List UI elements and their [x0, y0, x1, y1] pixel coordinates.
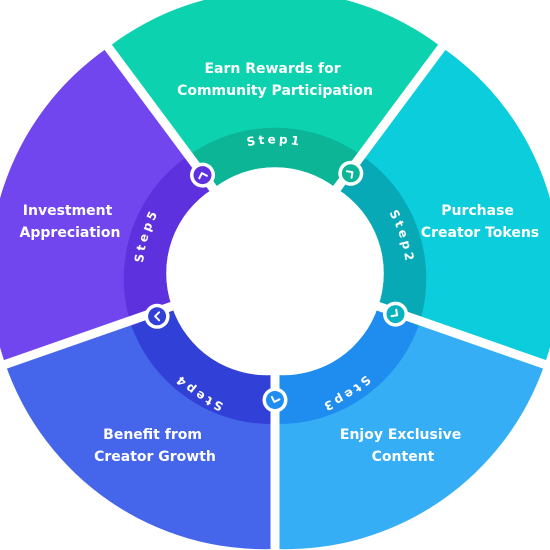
chevron-icon — [345, 170, 354, 179]
step-marker-4 — [144, 303, 170, 329]
step-label-1: Step1 — [246, 132, 304, 149]
step-marker-5 — [190, 162, 215, 188]
step-marker-2 — [383, 301, 408, 327]
step-ring-4 — [131, 306, 275, 425]
step-ring-3 — [275, 306, 419, 425]
center-hole — [175, 175, 375, 375]
step-ring-5 — [123, 156, 214, 327]
step-markers — [144, 160, 408, 413]
chevron-icon — [390, 308, 399, 318]
chevron-icon — [154, 311, 161, 322]
step-ring-1 — [186, 127, 364, 189]
segment-label-investment: Investment Appreciation — [20, 203, 121, 241]
chevron-icon — [270, 395, 281, 403]
segment-labels: Earn Rewards for Community Participation… — [20, 61, 540, 465]
step-marker-1 — [338, 160, 364, 186]
step-ring-2 — [336, 156, 427, 327]
segment-label-creator-growth: Benefit from Creator Growth — [94, 427, 216, 465]
segment-earn-rewards — [108, 0, 442, 189]
step-marker-3 — [262, 387, 288, 413]
segment-label-exclusive-content: Enjoy Exclusive Content — [340, 427, 466, 465]
segment-label-purchase-tokens: Purchase Creator Tokens — [421, 203, 539, 241]
segment-label-earn-rewards: Earn Rewards for Community Participation — [177, 61, 373, 99]
step-ring — [123, 127, 427, 425]
chevron-icon — [198, 172, 208, 180]
